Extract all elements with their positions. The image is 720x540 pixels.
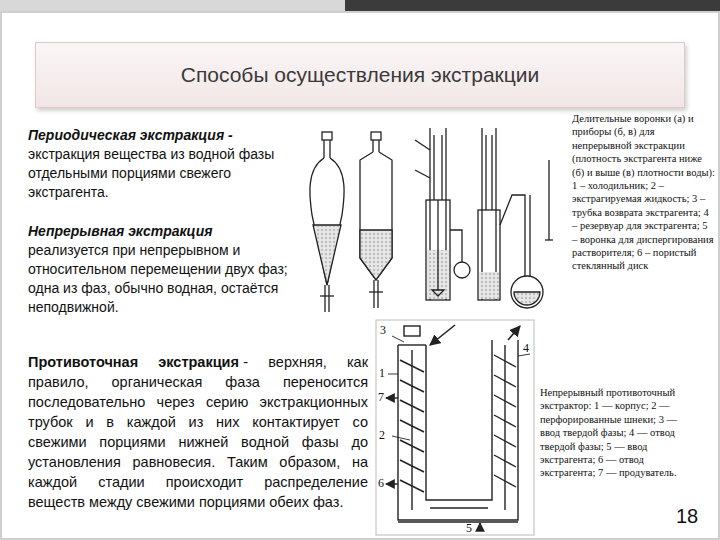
paragraph-text: реализуется при непрерывном и относитель…: [28, 242, 288, 315]
callout-group: 5: [466, 522, 478, 535]
title-box: Способы осуществления экстракции: [35, 42, 685, 108]
separatory-funnel: [360, 132, 392, 308]
counterflow-extractor: [376, 320, 534, 535]
paragraph-text: экстракция вещества из водной фазы отдел…: [28, 146, 274, 200]
text-paragraph: Непрерывная экстракцияреализуется при не…: [28, 222, 296, 317]
callout-group: 2: [379, 429, 391, 442]
paragraph-text: - верхняя, как правило, органическая фаз…: [28, 354, 368, 510]
paragraph-heading: Непрерывная экстракция: [28, 222, 292, 241]
top-dark-band: [345, 0, 720, 12]
continuous-extractor: [478, 128, 553, 308]
separatory-funnel: [310, 132, 344, 312]
callout-group: 3: [380, 324, 392, 337]
page-number: 18: [676, 505, 698, 527]
caption-block: Делительные воронки (а) и приборы (б, в)…: [572, 112, 715, 273]
callout-group: 1: [379, 367, 391, 380]
text-paragraph: Противоточная экстракция- верхняя, как п…: [28, 352, 368, 512]
paragraph-heading: Противоточная экстракция: [28, 354, 239, 370]
page-number-box: 18: [676, 504, 710, 528]
callout-number: 1: [379, 366, 385, 380]
continuous-extractor: [415, 128, 470, 300]
slide-title: Способы осуществления экстракции: [181, 63, 540, 87]
callout-number: 3: [380, 323, 386, 337]
caption-block: Непрерывный противоточный экстрактор: 1 …: [540, 386, 686, 480]
callout-group: 6: [378, 477, 390, 490]
callout-group: 7: [378, 391, 390, 404]
text-paragraph: Периодическая экстракция -экстракция вещ…: [28, 126, 296, 202]
slide-frame: [1, 12, 719, 539]
paragraph-heading: Периодическая экстракция -: [28, 126, 292, 145]
figure-caption: Непрерывный противоточный экстрактор: 1 …: [540, 387, 677, 478]
callout-number: 2: [379, 428, 385, 442]
callout-number: 4: [523, 341, 529, 355]
top-band: [0, 0, 720, 12]
callout-group: 4: [523, 342, 533, 355]
callout-number: 5: [466, 521, 472, 535]
callout-number: 6: [378, 476, 384, 490]
figure-caption: Делительные воронки (а) и приборы (б, в)…: [572, 113, 715, 271]
callout-number: 7: [378, 390, 384, 404]
